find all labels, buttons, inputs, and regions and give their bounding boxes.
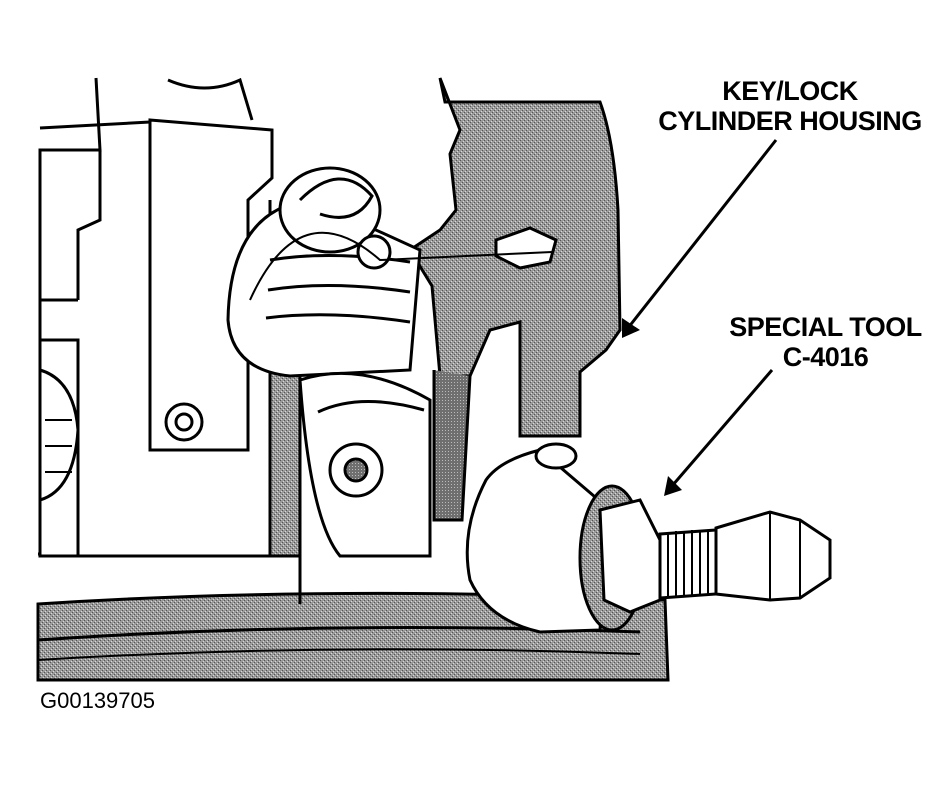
key-lock-cylinder-housing [268, 77, 622, 558]
callout-key-lock-cylinder-housing: KEY/LOCK CYLINDER HOUSING [640, 76, 940, 136]
leader-arrow-housing [622, 139, 778, 338]
callout-special-tool: SPECIAL TOOL C-4016 [718, 312, 933, 372]
leader-arrow-tool [664, 369, 774, 496]
callout-tool-line2: C-4016 [782, 342, 869, 372]
lock-cylinder-mechanism [226, 166, 553, 558]
special-tool-c4016 [465, 442, 832, 634]
lock-plate [148, 77, 274, 452]
callout-housing-line1: KEY/LOCK [722, 76, 858, 106]
callout-tool-line1: SPECIAL TOOL [729, 312, 922, 342]
callout-housing-line2: CYLINDER HOUSING [658, 106, 922, 136]
figure-id-caption: G00139705 [40, 688, 155, 713]
